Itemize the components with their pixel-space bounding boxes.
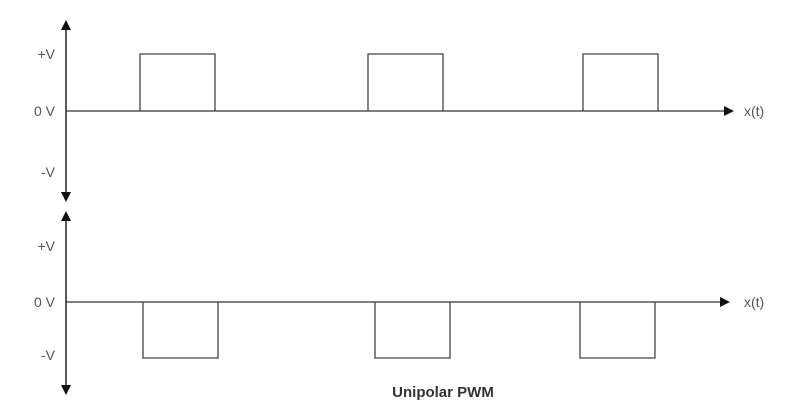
diagram-title: Unipolar PWM: [392, 384, 494, 401]
pulse-1: [139, 53, 216, 111]
top-pulses: [139, 53, 659, 111]
top-label-neg: -V: [41, 164, 56, 180]
top-label-pos: +V: [37, 46, 55, 62]
bottom-x-label: x(t): [744, 294, 764, 310]
bottom-label-zero: 0 V: [34, 294, 56, 310]
pulse-2: [367, 53, 444, 111]
top-plot: +V 0 V -V x(t): [34, 20, 764, 202]
bottom-pulses: [142, 302, 656, 359]
pulse-3: [579, 302, 656, 359]
pulse-1: [142, 302, 219, 359]
top-x-label: x(t): [744, 103, 764, 119]
top-label-zero: 0 V: [34, 103, 56, 119]
bottom-label-pos: +V: [37, 238, 55, 254]
bottom-label-neg: -V: [41, 347, 56, 363]
pulse-2: [374, 302, 451, 359]
pulse-3: [582, 53, 659, 111]
bottom-plot: +V 0 V -V x(t): [34, 211, 764, 395]
